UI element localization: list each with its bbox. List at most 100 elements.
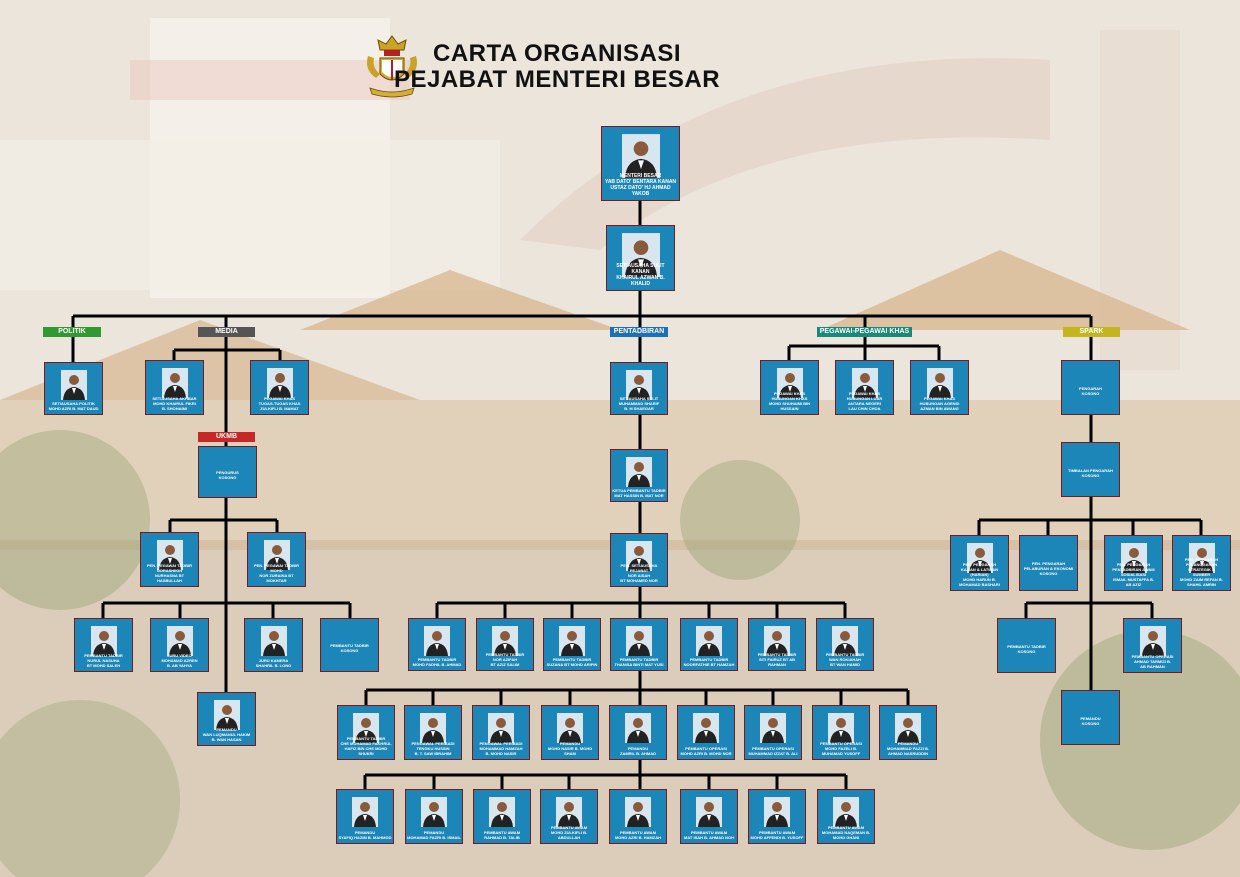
- org-node-pol1: SETIAUSAHA POLITIK MOHD AZRI B. MAT DAUD: [44, 362, 103, 415]
- org-node-ukmb7: PEMBANTU TADBIR KOSONG: [320, 618, 379, 672]
- org-node-caption: PEMBANTU TADBIR NOORFATHIE BT HAMZAH: [683, 657, 735, 667]
- person-photo-icon: [1120, 543, 1147, 573]
- category-tag-pegawai-khas: PEGAWAI-PEGAWAI KHAS: [817, 327, 912, 337]
- org-node-ukmb1: PENGURUS KOSONG: [198, 446, 257, 498]
- person-photo-icon: [625, 797, 651, 827]
- org-node-ukmb2: PEN. PEGAWAI TADBIR NORASHIKIN NURHASNA …: [140, 532, 199, 587]
- category-tag-ukmb: UKMB: [198, 432, 255, 442]
- person-photo-icon: [626, 457, 652, 487]
- org-node-sp1: PENGARAH KOSONG: [1061, 360, 1120, 415]
- person-photo-icon: [90, 626, 117, 656]
- person-photo-icon: [828, 713, 854, 743]
- person-photo-icon: [156, 540, 183, 570]
- chart-title-line1: CARTA ORGANISASI: [433, 40, 681, 67]
- org-node-caption: MENTERI BESAR YAB DATO' BENTARA KANAN US…: [604, 173, 677, 197]
- org-node-sp4: PEN. PENGARAH PELABURAN & EKONOMI KOSONG: [1019, 535, 1078, 591]
- org-node-caption: PEMANDU MOHAMMAD FAZZI B. AHMAD NASRUDDI…: [887, 741, 929, 756]
- person-photo-icon: [263, 540, 290, 570]
- person-photo-icon: [926, 368, 953, 398]
- org-node-caption: PEMBANTU TADBIR MOHD FADHIL B. AHMAD: [412, 657, 462, 667]
- person-photo-icon: [895, 713, 921, 743]
- person-photo-icon: [353, 713, 379, 743]
- person-photo-icon: [851, 368, 878, 398]
- org-node-caption: PEMBANTU TADBIR WAN ROKIAHAH BT WAN HAMI…: [825, 652, 865, 667]
- org-node-caption: PEMBANTU AWAM MAT ISAH B. AHMAD NOH: [684, 830, 734, 840]
- org-node-mb: MENTERI BESAR YAB DATO' BENTARA KANAN US…: [601, 126, 680, 201]
- person-photo-icon: [621, 233, 660, 277]
- category-tag-spark: SPARK: [1063, 327, 1120, 337]
- org-node-caption: PEMBANTU TADBIR KOSONG: [1007, 644, 1046, 654]
- org-node-caption: PENGARAH KOSONG: [1079, 386, 1102, 396]
- org-node-caption: PEMBANTU TADBIR SUZANA BT MOHD ARIPIN: [546, 657, 598, 667]
- person-photo-icon: [166, 626, 193, 656]
- person-photo-icon: [776, 368, 803, 398]
- org-node-r3d: PEMBANTU AWAM MOHD ZULKIFLI B. ABDULLAH: [540, 789, 598, 844]
- person-photo-icon: [266, 368, 293, 398]
- org-node-caption: SETIAUSAHA AKHBAR MOHD KHAIRUL FIKRI B. …: [152, 396, 197, 411]
- org-node-pt1: SETIAUSAHA SULIT MUHAMMAD SHARIF B. M SH…: [610, 362, 668, 415]
- org-node-pk1: PEGAWAI KHAS HUBUNGAN KHAS MOHD SHUHAIMI…: [760, 360, 819, 415]
- category-tag-media: MEDIA: [198, 327, 255, 337]
- org-node-r2h: PEMBANTU OPERASI MOHD FAZELI B. MUHAMAD …: [812, 705, 870, 760]
- org-node-caption: SETIAUSAHA POLITIK MOHD AZRI B. MAT DAUD: [48, 401, 99, 411]
- org-node-pt2: KETUA PEMBANTU TADBIR MAT HASSIN B. MAT …: [610, 449, 668, 502]
- person-photo-icon: [489, 797, 515, 827]
- org-node-caption: PEMBANTU TADBIR THANISA BINTI MAT YUSI: [614, 657, 664, 667]
- chart-title-line2: PEJABAT MENTERI BESAR: [393, 66, 721, 93]
- person-photo-icon: [420, 713, 446, 743]
- org-node-caption: KETUA PEMBANTU TADBIR MAT HASSIN B. MAT …: [612, 488, 666, 498]
- org-node-caption: PEN. PENGARAH PENTADBIRAN AWAM SOSIALISA…: [1112, 562, 1155, 587]
- org-node-sp5: PEN. PENGARAH PENTADBIRAN AWAM SOSIALISA…: [1104, 535, 1163, 591]
- org-node-caption: JURU VIDEO MOHAMAD AZREN B. AB YAHYA: [161, 653, 198, 668]
- org-node-sulit: SETIAUSAHA SULIT KANAN KHAIRUL AZWAN B. …: [606, 225, 675, 291]
- org-node-sp7: PEMBANTU TADBIR KOSONG: [997, 618, 1056, 673]
- org-node-sp6: PEN. PENGARAH PELANGGARAN STRATEGIK & SU…: [1172, 535, 1231, 591]
- org-node-r2c: PENGAWAL PERIBADI MOHAMMAD HAMZAH B. MOH…: [472, 705, 530, 760]
- person-photo-icon: [161, 368, 188, 398]
- org-node-caption: PEGAWAI KHAS HUBUNGAN LUAR ANTARA NEGERI…: [846, 391, 883, 411]
- person-photo-icon: [696, 797, 722, 827]
- org-node-caption: PEMANDU WAN LUQMANUL HAKIM B. WAN HASAN: [202, 727, 251, 742]
- person-photo-icon: [213, 700, 240, 730]
- person-photo-icon: [832, 626, 858, 656]
- org-node-caption: PEMBANTU OPERASI MOHD AZRI B. MOHD NOR: [680, 746, 732, 756]
- person-photo-icon: [626, 370, 652, 400]
- org-node-caption: PEMBANTU OPERASI AHMAD TARMIZI B. AB RAH…: [1131, 654, 1174, 669]
- org-node-caption: PEN. PENGARAH KAJIAN & LATIHAN (HARIAN) …: [959, 562, 1000, 587]
- org-node-r1a: PEMBANTU TADBIR MOHD FADHIL B. AHMAD: [408, 618, 466, 671]
- org-node-r2e: PEMANDU ZAMRIL B. AHMAD: [609, 705, 667, 760]
- org-node-caption: PENGAWAL PERIBADI MOHAMMAD HAMZAH B. MOH…: [479, 741, 523, 756]
- org-node-ukmb3: PEN. PEGAWAI TADBIR MOHD NOR ZURAINA BT …: [247, 532, 306, 587]
- org-node-r3a: PEMANDU SYAFIQ HAZIM B. MAHMOD: [336, 789, 394, 844]
- org-node-ukmb6: JURU KAMERA SHAHRIL B. LONG: [244, 618, 303, 672]
- org-node-caption: PEMBANTU AWAM MOHAMAD NAQEMAN B. MOHD GH…: [821, 825, 871, 840]
- person-photo-icon: [696, 626, 722, 656]
- org-node-caption: PEMBANTU OPERASI MOHD FAZELI B. MUHAMAD …: [820, 741, 862, 756]
- person-photo-icon: [557, 713, 583, 743]
- org-node-caption: PEMBANTU AWAM MOHD ZULKIFLI B. ABDULLAH: [550, 825, 588, 840]
- person-photo-icon: [621, 134, 660, 178]
- org-node-caption: PENGURUS KOSONG: [216, 470, 239, 480]
- org-node-caption: PEN. PENGARAH PELANGGARAN STRATEGIK & SU…: [1180, 557, 1223, 587]
- org-node-caption: PEMBANTU AWAM RAHMAD B. TALIB: [483, 830, 521, 840]
- org-node-r3f: PEMBANTU AWAM MAT ISAH B. AHMAD NOH: [680, 789, 738, 844]
- org-node-r2d: PEMANDU MOHD NASIR B. MOHD SHAM: [541, 705, 599, 760]
- org-node-r1g: PEMBANTU TADBIR WAN ROKIAHAH BT WAN HAMI…: [816, 618, 874, 671]
- org-node-caption: SETIAUSAHA SULIT MUHAMMAD SHARIF B. M SH…: [618, 396, 660, 411]
- org-node-med1: SETIAUSAHA AKHBAR MOHD KHAIRUL FIKRI B. …: [145, 360, 204, 415]
- org-node-caption: PEMBANTU AWAM MOHD AZRI B. HAMZAH: [614, 830, 662, 840]
- org-node-caption: PEGAWAI KHAS TUGAS-TUGAS KHAS ZULKIFLI B…: [258, 396, 301, 411]
- org-node-caption: PEM. SETIAUSAHA PEJABAT NOR AISAH BT MOH…: [620, 563, 658, 583]
- org-node-sp2: TIMBALAN PENGARAH KOSONG: [1061, 442, 1120, 497]
- org-node-caption: PEN. PEGAWAI TADBIR NORASHIKIN NURHASNA …: [146, 563, 193, 583]
- org-node-caption: PEMANDU ZAMRIL B. AHMAD: [620, 746, 656, 756]
- org-node-caption: TIMBALAN PENGARAH KOSONG: [1068, 468, 1113, 478]
- person-photo-icon: [1139, 626, 1166, 656]
- org-node-r3h: PEMBANTU AWAM MOHAMAD NAQEMAN B. MOHD GH…: [817, 789, 875, 844]
- category-tag-politik: POLITIK: [43, 327, 101, 337]
- org-node-caption: PEMBANTU TADBIR CHE MOHAMAD FAKHRUL HAFI…: [340, 736, 392, 756]
- state-crest-icon: [367, 35, 417, 98]
- org-node-caption: PEN. PENGARAH PELABURAN & EKONOMI KOSONG: [1023, 561, 1074, 576]
- person-photo-icon: [833, 797, 859, 827]
- org-node-caption: PEGAWAI KHAS HUBUNGAN KHAS MOHD SHUHAIMI…: [768, 391, 811, 411]
